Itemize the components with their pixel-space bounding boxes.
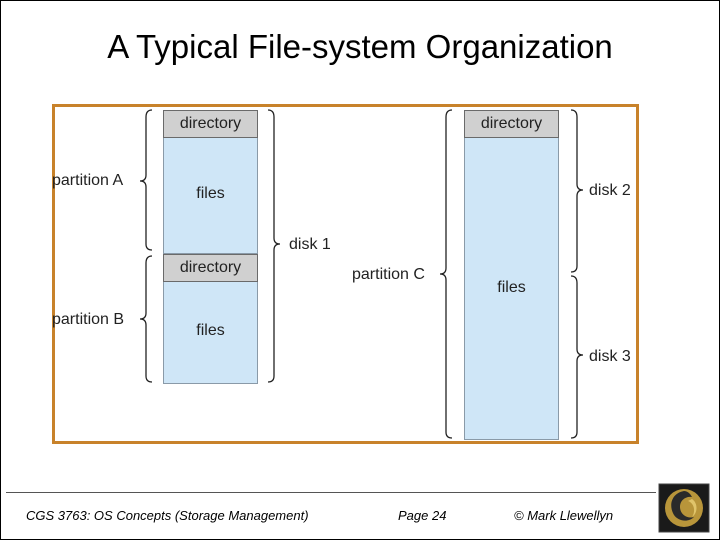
disk-1-brace: [267, 109, 281, 383]
disk-3-label: disk 3: [589, 348, 631, 365]
partition-c-label: partition C: [352, 266, 425, 283]
partition-a-directory: directory: [163, 110, 258, 138]
footer-course: CGS 3763: OS Concepts (Storage Managemen…: [26, 508, 309, 523]
disk-2-label: disk 2: [589, 182, 631, 199]
partition-c-files-box: [464, 110, 559, 440]
footer-divider: [6, 492, 656, 493]
university-logo-icon: [658, 483, 710, 533]
footer-author: © Mark Llewellyn: [514, 508, 614, 523]
partition-c-files-label: files: [497, 279, 526, 296]
disk-2-brace: [570, 109, 584, 273]
partition-b-directory: directory: [163, 254, 258, 282]
partition-b-files-label: files: [196, 322, 225, 339]
partition-a-files-label: files: [196, 185, 225, 202]
partition-c-brace: [439, 109, 453, 439]
partition-c-directory: directory: [464, 110, 559, 138]
partition-a-brace: [139, 109, 153, 251]
footer-page: Page 24: [398, 508, 447, 523]
slide-title: A Typical File-system Organization: [107, 28, 613, 65]
partition-b-brace: [139, 255, 153, 383]
partition-a-label: partition A: [52, 172, 124, 189]
disk-3-brace: [570, 275, 584, 439]
partition-b-label: partition B: [52, 311, 125, 328]
disk-1-label: disk 1: [289, 236, 331, 253]
